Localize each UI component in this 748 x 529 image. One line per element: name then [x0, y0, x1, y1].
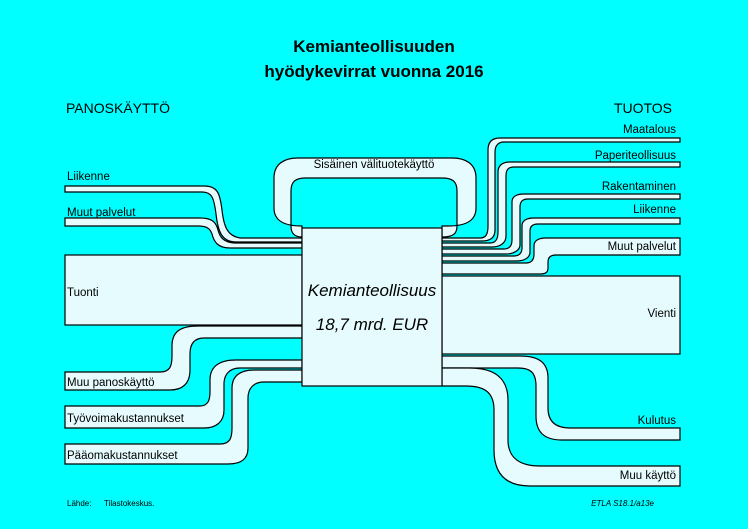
- label-output-maatalous: Maatalous: [623, 124, 676, 136]
- label-output-rakentaminen: Rakentaminen: [602, 181, 676, 193]
- central-node-name: Kemianteollisuus: [308, 281, 437, 300]
- label-input-muu-panoskaytto: Muu panoskäyttö: [67, 377, 155, 389]
- label-internal-loop: Sisäinen välituotekäyttö: [314, 159, 435, 171]
- inputs-header: PANOSKÄYTTÖ: [66, 99, 170, 116]
- label-input-liikenne: Liikenne: [67, 171, 110, 183]
- label-input-tyovoima: Työvoimakustannukset: [67, 413, 185, 425]
- central-node-box: [301, 227, 443, 387]
- flow-input-tuonti: [64, 254, 303, 326]
- flow-output-rakentaminen: [441, 193, 681, 255]
- label-output-kulutus: Kulutus: [638, 415, 677, 427]
- flow-output-paperiteollisuus: [441, 161, 681, 248]
- footer-source-label: Lähde:: [67, 499, 91, 508]
- label-input-paaoma: Pääomakustannukset: [67, 450, 178, 462]
- flow-output-liikenne: [441, 217, 681, 262]
- footer-code: ETLA S18.1/a13e: [591, 499, 654, 508]
- flow-output-muu-kaytto: [441, 367, 681, 487]
- label-output-muu-kaytto: Muu käyttö: [620, 470, 676, 482]
- title-line-1: Kemianteollisuuden: [293, 37, 455, 56]
- label-input-tuonti: Tuonti: [67, 287, 99, 299]
- flow-output-vienti: [441, 275, 681, 355]
- central-node-value: 18,7 mrd. EUR: [316, 315, 428, 334]
- flow-output-maatalous: [441, 137, 681, 242]
- title-line-2: hyödykevirrat vuonna 2016: [264, 62, 483, 81]
- flow-output-muut-palvelut: [441, 237, 681, 275]
- label-input-muut-palvelut: Muut palvelut: [67, 207, 136, 219]
- footer-source: Tilastokeskus.: [104, 499, 154, 508]
- label-output-liikenne: Liikenne: [633, 204, 676, 216]
- label-output-paperiteollisuus: Paperiteollisuus: [595, 150, 676, 162]
- label-output-muut-palvelut: Muut palvelut: [608, 241, 677, 253]
- label-output-vienti: Vienti: [647, 308, 676, 320]
- outputs-header: TUOTOS: [614, 100, 672, 116]
- flow-output-kulutus: [441, 355, 681, 441]
